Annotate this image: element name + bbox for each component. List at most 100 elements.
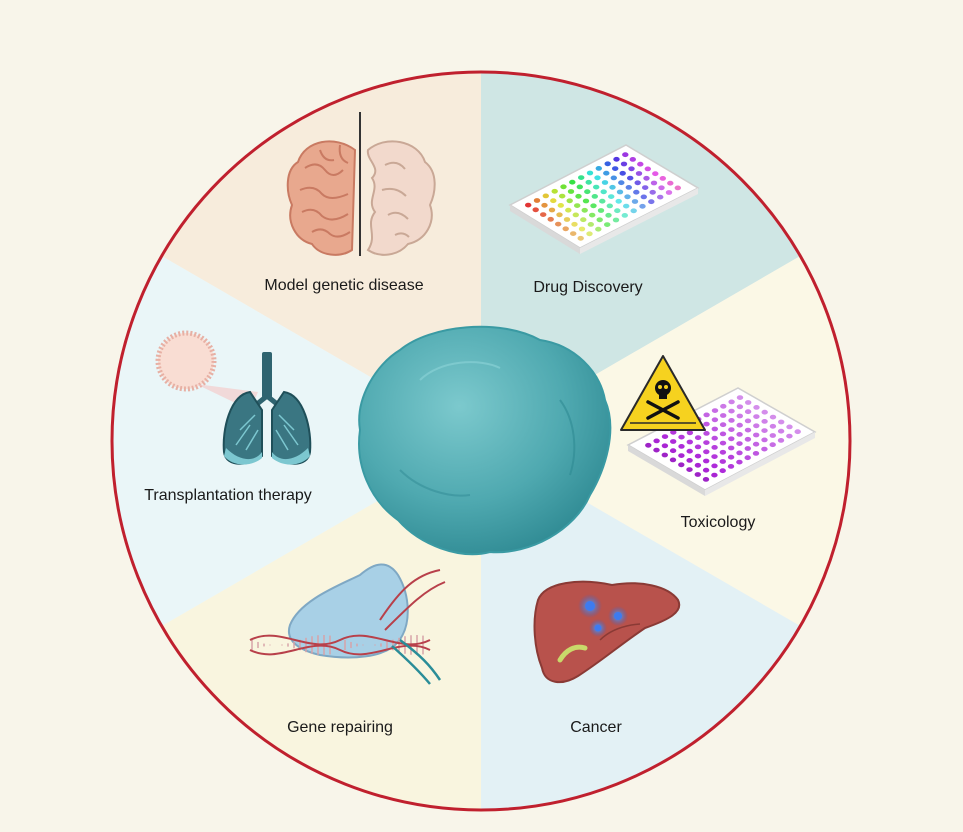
label-toxicology: Toxicology <box>681 514 756 531</box>
well <box>580 217 587 223</box>
well <box>727 464 735 469</box>
well <box>728 445 735 451</box>
label-model-genetic-disease: Model genetic disease <box>264 277 423 294</box>
well <box>601 180 609 185</box>
well <box>711 445 718 450</box>
well <box>525 202 532 208</box>
well <box>761 428 768 433</box>
well <box>736 432 743 437</box>
well <box>572 212 579 218</box>
well <box>613 156 620 162</box>
well <box>584 189 591 195</box>
well <box>550 198 557 204</box>
well <box>616 189 624 195</box>
well <box>581 207 588 213</box>
label-drug-discovery: Drug Discovery <box>533 279 642 296</box>
well <box>571 221 578 227</box>
well <box>542 193 549 199</box>
well <box>736 459 743 465</box>
well <box>678 444 685 449</box>
well <box>652 171 659 177</box>
well <box>582 198 590 204</box>
well <box>686 467 693 472</box>
well <box>769 414 777 420</box>
well <box>744 409 752 415</box>
well <box>719 440 727 446</box>
label-cancer: Cancer <box>570 719 622 736</box>
liver-icon <box>533 580 681 684</box>
well <box>600 189 607 195</box>
well <box>703 431 710 436</box>
well <box>591 194 598 199</box>
well <box>578 226 586 232</box>
well <box>711 408 719 413</box>
well <box>744 427 752 433</box>
well <box>669 457 677 463</box>
well <box>628 166 635 172</box>
well <box>703 421 710 427</box>
toxic-plate-icon <box>626 387 817 496</box>
well <box>604 161 611 167</box>
well <box>728 436 735 442</box>
well <box>634 180 641 186</box>
well <box>753 423 760 429</box>
well <box>761 419 768 424</box>
well <box>686 430 694 436</box>
well <box>744 455 751 461</box>
well <box>623 203 630 209</box>
well <box>670 439 677 444</box>
well <box>694 453 702 459</box>
well <box>631 199 639 204</box>
well <box>658 185 665 191</box>
well <box>589 212 596 218</box>
well <box>720 413 727 418</box>
well <box>728 418 735 423</box>
well <box>794 429 801 435</box>
well <box>640 194 647 200</box>
well-plate-icon <box>508 144 700 254</box>
well <box>694 472 701 477</box>
well <box>661 452 668 458</box>
well <box>711 472 718 478</box>
hazard-skull-icon <box>620 355 706 431</box>
well <box>744 436 752 442</box>
well <box>753 414 760 419</box>
well <box>577 235 584 241</box>
well <box>653 438 660 444</box>
well <box>619 170 626 176</box>
well <box>622 152 629 158</box>
well <box>649 189 656 195</box>
well <box>736 422 743 428</box>
well <box>627 175 634 181</box>
well <box>736 413 743 419</box>
well <box>633 189 640 195</box>
well <box>575 193 582 199</box>
well <box>769 433 776 438</box>
well <box>686 448 693 454</box>
well <box>562 226 569 232</box>
well <box>629 157 636 162</box>
well <box>590 203 597 209</box>
well <box>753 432 760 438</box>
well <box>576 184 583 190</box>
well <box>594 175 601 181</box>
well <box>541 202 548 208</box>
well <box>595 226 602 232</box>
well <box>547 216 554 222</box>
well <box>728 427 735 432</box>
well <box>727 454 735 460</box>
well <box>639 203 646 209</box>
well <box>635 171 643 176</box>
well <box>567 189 575 194</box>
well <box>609 184 616 190</box>
well <box>752 451 760 456</box>
well <box>621 213 628 218</box>
well <box>612 217 620 223</box>
well <box>711 463 718 469</box>
well <box>719 459 726 464</box>
well <box>669 448 677 454</box>
well <box>670 429 677 435</box>
well <box>565 207 572 213</box>
